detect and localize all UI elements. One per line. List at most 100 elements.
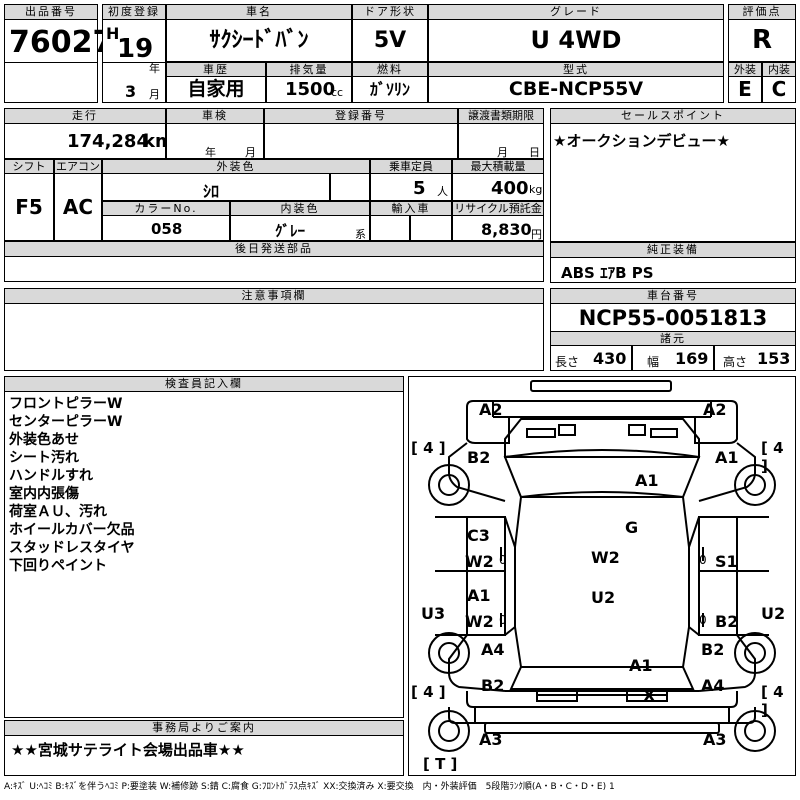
recycle-label: リサイクル預託金 [452,201,544,216]
car-name-label: 車名 [166,4,352,20]
note-line: 外装色あせ [9,432,79,448]
office-note: ★★宮城サテライト会場出品車★★ [11,741,245,759]
height: 153 [757,349,791,368]
damage-rear-bumper-right: A3 [703,730,727,749]
office-label: 事務局よりご案内 [4,720,404,736]
transfer-box: 月 日 [458,123,544,159]
specs-label: 諸元 [550,331,796,346]
tire-rr-tread: [ 4 ] [761,683,784,719]
history: 自家用 [166,76,266,103]
capacity: 5 [413,178,426,199]
damage-door-fr: S1 [715,552,738,571]
recycle-box: 8,830 円 [452,215,544,241]
mileage-box: 174,284 km [4,123,174,159]
damage-door-rl-w: W2 [465,612,494,631]
reg-year: 19 [117,34,154,64]
chassis-no: NCP55-0051813 [550,303,796,333]
tire-fr-tread: [ 4 ] [761,439,784,475]
note-line: シート汚れ [9,450,79,466]
note-line: フロントピラーW [9,396,123,412]
later-parts-box [4,256,544,282]
damage-roof: W2 [591,548,620,567]
note-line: スタッドレスタイヤ [9,540,135,556]
damage-diagram: A2 A2 [ 4 ] [ 4 ] B2 A1 A1 G C3 W2 0 W2 … [408,376,796,776]
damage-rocker-left: U3 [421,604,446,623]
notes-box [4,303,544,371]
damage-door-rr: B2 [715,612,739,631]
color-no-label: カラーNo. [102,201,230,216]
color-no: 058 [151,220,183,238]
sales-point-label: セールスポイント [550,108,796,124]
damage-front-right: A2 [703,400,727,419]
mileage-label: 走行 [4,108,166,124]
equipment: ABS ｴｱB PS [561,264,654,282]
mark-left-2: 0 [499,613,507,627]
damage-quarter-rl: A4 [481,640,505,659]
later-parts-label: 後日発送部品 [4,241,544,257]
length-box: 長さ 430 [550,345,632,371]
displacement-label: 排気量 [266,62,352,77]
damage-rear-right: A4 [701,676,725,695]
note-line: ハンドルすれ [9,468,93,484]
int-color-box: ｸﾞﾚｰ 系 [230,215,370,241]
exterior-grade: E [728,76,762,103]
recycle-unit: 円 [531,228,542,241]
width-box: 幅 169 [632,345,714,371]
int-color-unit: 系 [355,228,366,241]
tire-fl-tread: [ 4 ] [411,439,446,457]
inspector-notes: フロントピラーW センターピラーW 外装色あせ シート汚れ ハンドルすれ 室内内… [9,395,135,575]
mark-right-1: 0 [699,553,707,567]
transfer-month-unit: 月 [497,146,508,159]
shift-label: シフト [4,159,54,174]
displacement: 1500 [285,79,336,100]
height-label: 高さ [723,355,748,369]
first-reg-box: H 19 年 3 月 [102,19,166,103]
lot-no-label: 出品番号 [4,4,98,20]
damage-rear-left: B2 [481,676,505,695]
note-line: 荷室ＡＵ、汚れ [9,504,107,520]
transfer-label: 譲渡書類期限 [458,108,544,124]
exterior-label: 外装 [728,62,762,77]
width: 169 [675,349,709,368]
damage-hood: A1 [635,471,659,490]
lot-no-box: 76027 [4,19,113,103]
fuel: ｶﾞｿﾘﾝ [352,76,428,103]
damage-door-rl-a: A1 [467,586,491,605]
history-label: 車歴 [166,62,266,77]
inspection-box: 年 月 [166,123,264,159]
damage-fender-fr: A1 [715,448,739,467]
ext-color-label: 外装色 [102,159,370,174]
import-label: 輸入車 [370,201,452,216]
sales-point-box: ★オークションデビュー★ [550,123,796,242]
capacity-box: 5 人 [370,173,452,201]
car-name: ｻｸｼｰﾄﾞﾊﾞﾝ [166,19,352,62]
displacement-unit: cc [331,86,344,99]
mark-right-2: 0 [699,613,707,627]
mark-left-1: 0 [499,553,507,567]
ac: AC [54,173,102,241]
load-unit: kg [529,183,543,196]
month-unit: 月 [149,88,160,101]
equipment-box: ABS ｴｱB PS [550,257,796,283]
width-label: 幅 [647,355,660,369]
note-line: センターピラーW [9,414,123,430]
damage-windshield: G [625,518,639,537]
length: 430 [593,349,627,368]
year-unit: 年 [149,62,160,75]
capacity-label: 乗車定員 [370,159,452,174]
note-line: ホイールカバー欠品 [9,522,135,538]
shift: F5 [4,173,54,241]
length-label: 長さ [555,355,580,369]
load-label: 最大積載量 [452,159,544,174]
interior-grade: C [762,76,796,103]
capacity-unit: 人 [437,185,448,198]
inspection-label: 車検 [166,108,264,124]
ext-color-box: ｼﾛ [102,173,330,201]
first-reg-label: 初度登録 [102,4,166,20]
ac-label: エアコン [54,159,102,174]
model: CBE-NCP55V [428,76,724,103]
insp-year-unit: 年 [205,146,216,159]
note-line: 室内内張傷 [9,486,79,502]
displacement-box: 1500 cc [266,76,352,103]
int-color: ｸﾞﾚｰ [275,222,306,240]
